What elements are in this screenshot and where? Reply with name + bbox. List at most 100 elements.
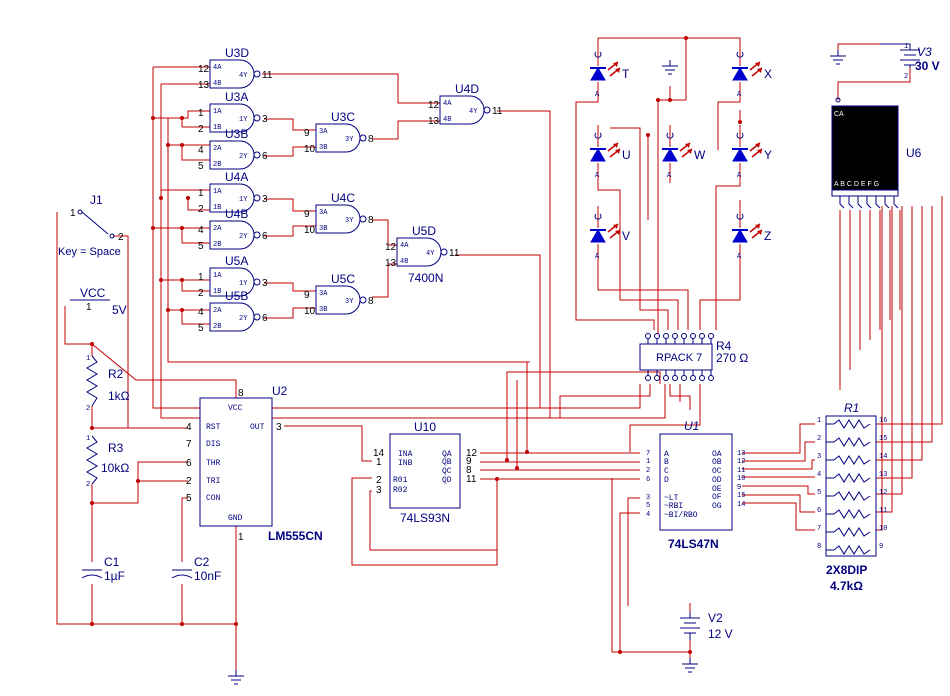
gate-input-a: 1A bbox=[213, 272, 222, 280]
gate-input-b: 1B bbox=[213, 124, 221, 132]
led-w: AW bbox=[662, 125, 706, 183]
svg-text:8: 8 bbox=[466, 465, 472, 476]
led-label: Z bbox=[764, 229, 771, 243]
u2-ref: U2 bbox=[272, 384, 288, 398]
gate-input-b: 3B bbox=[319, 144, 327, 152]
ground-icon bbox=[228, 50, 846, 685]
u10-ref: U10 bbox=[414, 420, 436, 434]
u10-part: 74LS93N bbox=[400, 511, 450, 525]
svg-text:7: 7 bbox=[186, 439, 192, 450]
v3-value: 30 V bbox=[915, 59, 940, 73]
c1-value: 1µF bbox=[104, 569, 125, 583]
svg-text:OF: OF bbox=[712, 493, 722, 502]
gate-pin-y: 8 bbox=[368, 296, 374, 307]
gate-pin-b: 5 bbox=[198, 323, 204, 334]
gate-input-b: 2B bbox=[213, 161, 221, 169]
gate-input-b: 2B bbox=[213, 323, 221, 331]
svg-text:15: 15 bbox=[737, 492, 745, 500]
gate-pin-b: 10 bbox=[304, 144, 316, 155]
led-label: X bbox=[764, 67, 772, 81]
gate-output: 3Y bbox=[345, 217, 354, 225]
c2-ref: C2 bbox=[194, 555, 210, 569]
svg-text:TRI: TRI bbox=[206, 477, 220, 486]
vcc-value: 5V bbox=[112, 303, 127, 317]
gate-pin-y: 3 bbox=[262, 278, 268, 289]
svg-text:~RBI: ~RBI bbox=[664, 502, 683, 511]
gate-pin-a: 12 bbox=[385, 242, 397, 253]
r1-value: 4.7kΩ bbox=[830, 579, 863, 593]
gate-pin-a: 1 bbox=[198, 272, 204, 283]
gate-input-a: 1A bbox=[213, 188, 222, 196]
gate-pin-a: 12 bbox=[198, 64, 210, 75]
switch-j1: J1 1 2 Key = Space bbox=[58, 193, 124, 258]
svg-text:4: 4 bbox=[186, 422, 192, 433]
svg-text:A: A bbox=[737, 91, 742, 99]
svg-text:RST: RST bbox=[206, 423, 221, 432]
svg-text:OUT: OUT bbox=[250, 423, 265, 432]
gate-pin-a: 9 bbox=[304, 290, 310, 301]
battery-v2: V2 12 V bbox=[680, 611, 733, 641]
u2-part: LM555CN bbox=[268, 529, 323, 543]
r3-value: 10kΩ bbox=[101, 461, 129, 475]
gate-pin-y: 6 bbox=[262, 151, 268, 162]
gate-pin-b: 2 bbox=[198, 124, 204, 135]
gate-input-a: 3A bbox=[319, 128, 328, 136]
ic-u10-74ls93: U10 74LS93N INA INB R01 R02 QA QB QC QD … bbox=[373, 420, 478, 525]
svg-text:2: 2 bbox=[86, 481, 90, 489]
gate-output: 1Y bbox=[239, 280, 248, 288]
gate-input-a: 4A bbox=[400, 242, 409, 250]
gate-ref: U5D bbox=[412, 224, 436, 238]
gate-pin-a: 12 bbox=[428, 100, 440, 111]
svg-text:2: 2 bbox=[376, 475, 382, 486]
gate-pin-y: 6 bbox=[262, 231, 268, 242]
gate-ref: U3C bbox=[331, 110, 355, 124]
resistor-r2: 12 R2 1kΩ bbox=[86, 355, 130, 413]
gate-pin-b: 2 bbox=[198, 204, 204, 215]
r1-left-pin: 4 bbox=[817, 471, 821, 479]
svg-text:13: 13 bbox=[737, 450, 745, 458]
svg-text:5: 5 bbox=[186, 493, 192, 504]
gate-input-b: 4B bbox=[443, 116, 451, 124]
gate-output: 3Y bbox=[345, 136, 354, 144]
gate-pin-b: 13 bbox=[385, 258, 397, 269]
vcc-name: VCC bbox=[80, 286, 106, 300]
r4-value: 270 Ω bbox=[716, 351, 748, 365]
led-label: V bbox=[622, 229, 630, 243]
u1-part: 74LS47N bbox=[668, 537, 719, 551]
gate-ref: U3B bbox=[225, 127, 248, 141]
svg-text:INA: INA bbox=[398, 450, 413, 459]
gate-pin-a: 1 bbox=[198, 108, 204, 119]
svg-text:10: 10 bbox=[737, 475, 745, 483]
r1-right-pin: 11 bbox=[879, 507, 887, 515]
led-z: AZ bbox=[732, 206, 771, 264]
gate-part: 7400N bbox=[408, 271, 443, 285]
svg-text:R01: R01 bbox=[393, 476, 408, 485]
svg-text:2: 2 bbox=[186, 476, 192, 487]
rpack-r4: RPACK 7 R4 270 Ω bbox=[639, 333, 748, 381]
gate-ref: U4A bbox=[225, 170, 248, 184]
c1-ref: C1 bbox=[104, 555, 120, 569]
r4-ref: R4 bbox=[716, 339, 732, 353]
gate-pin-a: 1 bbox=[198, 188, 204, 199]
gate-output: 4Y bbox=[239, 72, 248, 80]
gate-ref: U3D bbox=[225, 46, 249, 60]
gate-pin-b: 2 bbox=[198, 288, 204, 299]
gate-pin-y: 8 bbox=[368, 215, 374, 226]
gate-output: 4Y bbox=[469, 108, 478, 116]
capacitor-c1: C1 1µF bbox=[81, 555, 125, 583]
gate-pin-a: 9 bbox=[304, 128, 310, 139]
svg-text:OB: OB bbox=[712, 458, 722, 467]
svg-text:6: 6 bbox=[646, 476, 650, 484]
gate-pin-y: 6 bbox=[262, 313, 268, 324]
svg-text:D: D bbox=[664, 476, 669, 485]
svg-text:R02: R02 bbox=[393, 486, 408, 495]
svg-text:~LT: ~LT bbox=[664, 494, 679, 503]
gate-pin-y: 11 bbox=[492, 106, 503, 117]
svg-text:OG: OG bbox=[712, 502, 722, 511]
